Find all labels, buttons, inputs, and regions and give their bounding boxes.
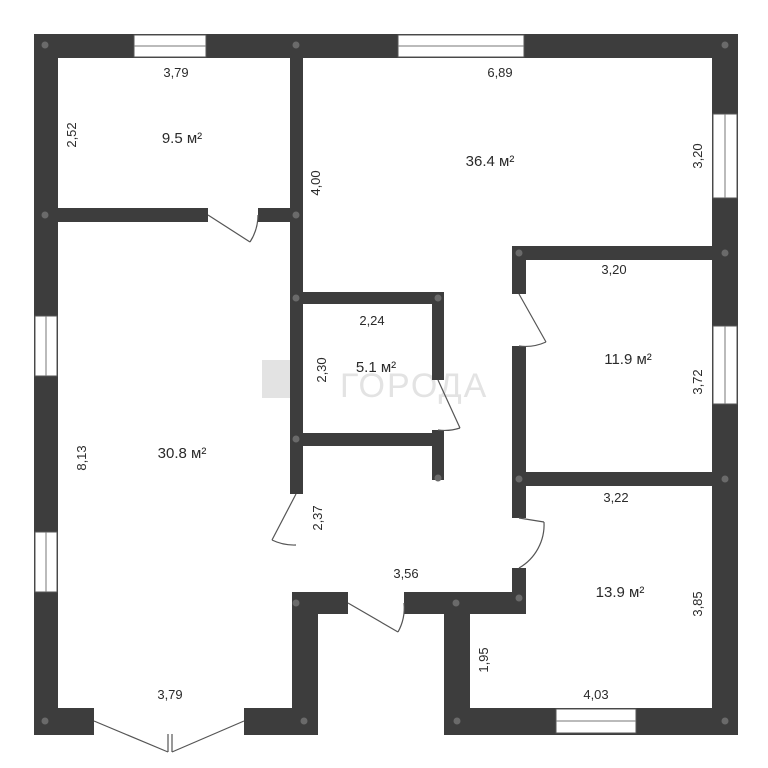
area-room-bath: 5.1 м² <box>356 359 396 376</box>
dim-living-right: 3,20 <box>690 143 705 168</box>
door-entrance <box>93 720 245 753</box>
dim-se-right: 3,85 <box>690 591 705 616</box>
dim-se-left: 1,95 <box>476 647 491 672</box>
dim-west-side: 8,13 <box>74 445 89 470</box>
wall-bedroom-e-left-a <box>512 246 526 294</box>
wall-notch-left <box>292 592 318 735</box>
wall-outer-left <box>34 34 58 735</box>
window-right-living <box>712 113 738 199</box>
dim-bedroom-e-top: 3,20 <box>601 262 626 277</box>
wall-nw-bottom-a <box>58 208 208 222</box>
wall-bath-bottom <box>290 433 444 446</box>
dim-nw-side: 2,52 <box>64 122 79 147</box>
wall-central-vertical <box>290 58 303 494</box>
wall-joints <box>41 41 729 725</box>
window-top-living <box>397 34 525 58</box>
dim-nw-top: 3,79 <box>163 65 188 80</box>
dim-living-top: 6,89 <box>487 65 512 80</box>
door-hall-west <box>271 493 297 546</box>
watermark-text: ГОРОДА <box>340 367 488 405</box>
dim-living-left: 4,00 <box>308 170 323 195</box>
door-hall-bottom <box>347 602 405 633</box>
area-room-west: 30.8 м² <box>158 445 207 462</box>
wall-bath-right <box>432 292 444 380</box>
area-room-bedroom-e: 11.9 м² <box>604 351 652 368</box>
window-left-upper <box>34 315 58 377</box>
dim-hall-bottom: 3,56 <box>393 566 418 581</box>
wall-bath-top <box>290 292 444 304</box>
dim-hall-side: 2,37 <box>310 505 325 530</box>
wall-nw-bottom-b <box>258 208 300 222</box>
dim-bath-top: 2,24 <box>359 313 384 328</box>
door-bath <box>437 379 461 432</box>
area-room-se: 13.9 м² <box>596 584 645 601</box>
dim-se-bottom: 4,03 <box>583 687 608 702</box>
wall-bedroom-e-left-b <box>512 346 526 518</box>
window-left-lower <box>34 531 58 593</box>
windows <box>34 34 738 734</box>
wall-bedroom-e-top <box>512 246 712 260</box>
area-room-nw: 9.5 м² <box>162 130 202 147</box>
door-nw <box>207 214 259 243</box>
window-top-nw <box>133 34 207 58</box>
window-bottom-se <box>555 708 637 734</box>
doors <box>93 214 547 753</box>
dim-bath-side: 2,30 <box>314 357 329 382</box>
wall-notch-top-left <box>292 592 348 614</box>
window-right-bedroom <box>712 325 738 405</box>
door-bedroom-e <box>518 293 547 348</box>
dim-se-top: 3,22 <box>603 490 628 505</box>
wall-se-left <box>512 568 526 614</box>
wall-se-top <box>512 472 712 486</box>
door-se <box>518 517 545 569</box>
area-room-living: 36.4 м² <box>466 153 515 170</box>
room-areas: 9.5 м² 36.4 м² 5.1 м² 11.9 м² 30.8 м² 13… <box>158 130 652 601</box>
dim-west-bottom: 3,79 <box>157 687 182 702</box>
dim-bedroom-e-side: 3,72 <box>690 369 705 394</box>
dimensions: 3,79 2,52 6,89 4,00 3,20 2,24 2,30 3,20 … <box>64 65 705 702</box>
